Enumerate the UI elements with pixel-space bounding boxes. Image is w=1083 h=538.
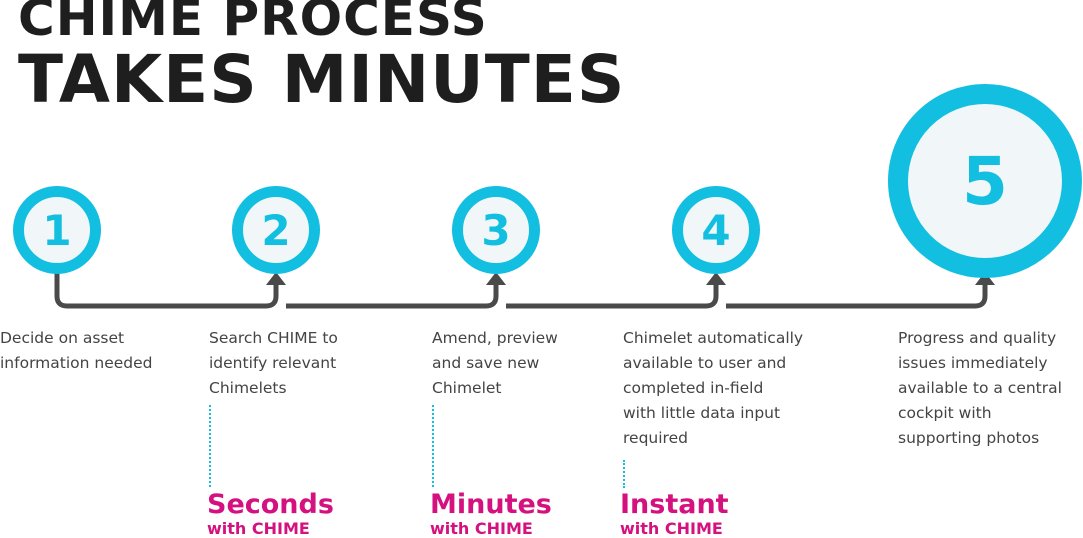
description-line: Amend, preview [432,329,558,347]
arrowhead-4 [706,272,726,285]
step-2-circle: 2 [232,186,320,274]
connector-1-2 [54,262,279,309]
description-line: issues immediately [898,354,1048,372]
description-line: Search CHIME to [209,329,338,347]
timing-instant: Instant with CHIME [620,490,729,538]
timing-instant-value: Instant [620,489,729,520]
description-line: available to a central [898,379,1062,397]
step-1-description: Decide on asset information needed [0,326,153,376]
timing-seconds: Seconds with CHIME [207,490,334,538]
step-4-description: Chimelet automatically available to user… [623,326,803,451]
description-line: with little data input [623,404,781,422]
connector-2-3 [286,283,499,309]
description-line: information needed [0,354,153,372]
timing-minutes-value: Minutes [430,489,552,520]
step-4-circle: 4 [672,186,760,274]
description-line: cockpit with [898,404,992,422]
step-1-number: 1 [42,205,72,255]
arrowhead-2 [266,272,286,285]
description-line: Chimelet [432,379,502,397]
title-line-2: TAKES MINUTES [18,41,626,118]
timing-seconds-value: Seconds [207,489,334,520]
title-line-1: CHIME PROCESS [18,0,488,47]
connector-3-4 [506,283,719,309]
connector-4-5 [726,283,988,309]
description-line: identify relevant [209,354,337,372]
step-1-circle: 1 [13,186,101,274]
step-5-number: 5 [962,142,1008,220]
step-3-description: Amend, preview and save new Chimelet [432,326,558,401]
description-line: Chimelet automatically [623,329,804,347]
dotted-leader-minutes [432,405,434,487]
step-2-description: Search CHIME to identify relevant Chimel… [209,326,338,401]
description-line: supporting photos [898,429,1040,447]
arrowhead-3 [486,272,506,285]
step-4-number: 4 [701,205,731,255]
timing-seconds-caption: with CHIME [207,519,310,538]
description-line: required [623,429,688,447]
description-line: available to user and [623,354,787,372]
description-line: Progress and quality [898,329,1057,347]
step-5-circle: 5 [888,84,1082,278]
dotted-leader-seconds [209,405,211,487]
step-3-circle: 3 [452,186,540,274]
timing-minutes-caption: with CHIME [430,519,533,538]
step-3-number: 3 [481,205,511,255]
description-line: Chimelets [209,379,287,397]
timing-instant-caption: with CHIME [620,519,723,538]
description-line: Decide on asset [0,329,125,347]
step-2-number: 2 [261,205,291,255]
timing-minutes: Minutes with CHIME [430,490,552,538]
arrowhead-5 [975,272,995,285]
description-line: completed in-field [623,379,764,397]
step-5-description: Progress and quality issues immediately … [898,326,1062,451]
dotted-leader-instant [623,460,625,488]
description-line: and save new [432,354,540,372]
